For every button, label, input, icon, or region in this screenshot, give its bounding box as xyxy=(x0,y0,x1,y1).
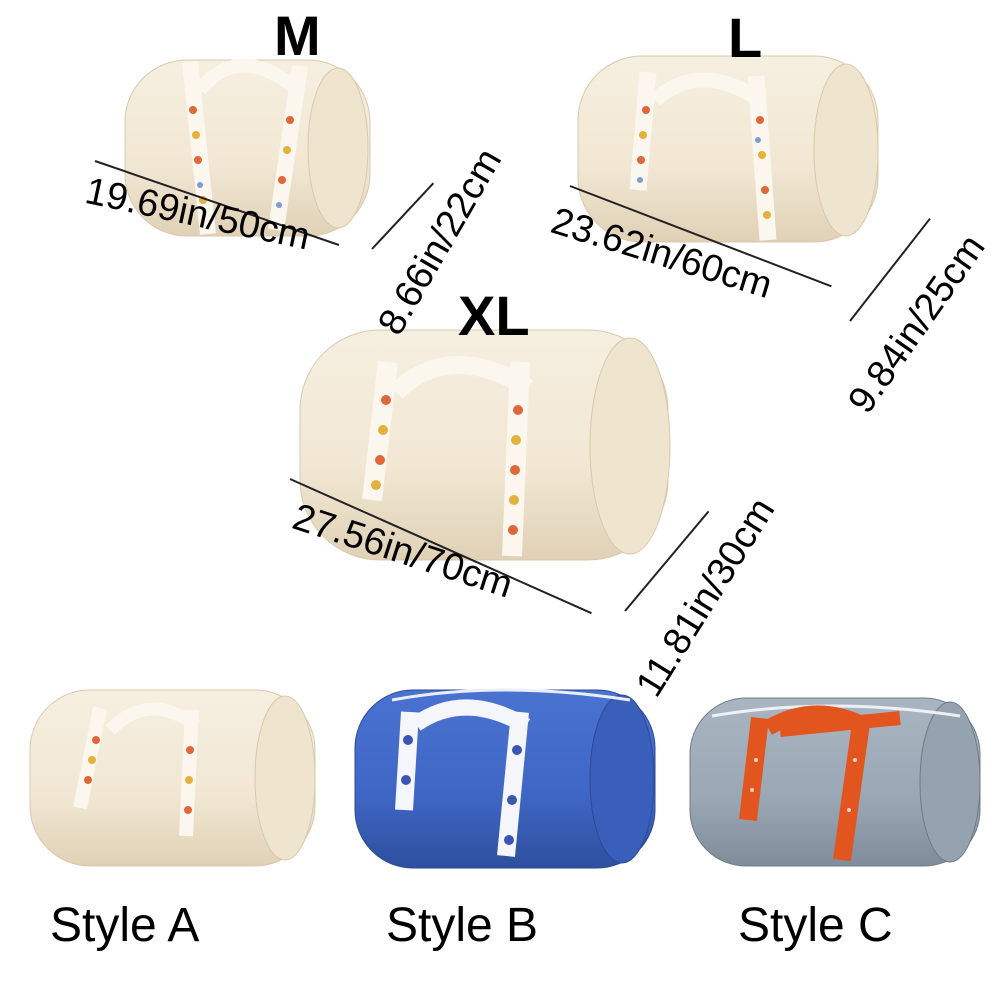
size-xl-length: 27.56in/70cm xyxy=(287,496,518,607)
style-label-b: Style B xyxy=(386,899,539,952)
style-label-c: Style C xyxy=(738,899,893,952)
bag-l-body xyxy=(577,55,879,243)
size-xl-height: 11.81in/30cm xyxy=(628,490,784,705)
bag-style-b xyxy=(354,688,656,869)
bag-style-a xyxy=(29,689,316,867)
size-label-xl: XL xyxy=(458,284,530,347)
size-l-length: 23.62in/60cm xyxy=(546,200,777,307)
style-label-a: Style A xyxy=(50,899,200,952)
bag-style-c xyxy=(689,697,981,867)
size-l-height: 9.84in/25cm xyxy=(840,227,994,421)
size-label-m: M xyxy=(274,4,321,67)
size-m-length: 19.69in/50cm xyxy=(81,170,314,259)
size-label-l: L xyxy=(728,6,763,69)
